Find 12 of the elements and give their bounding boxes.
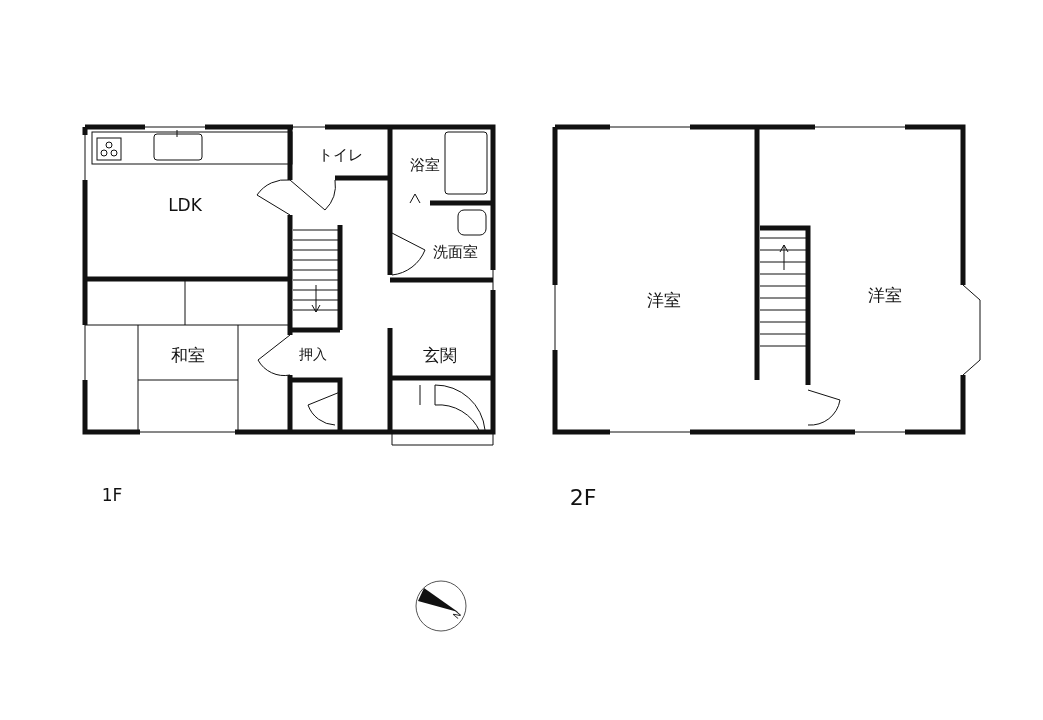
room-label: トイレ [317,145,363,165]
room-label: 玄関 [423,343,457,367]
room-label: 和室 [171,343,205,367]
compass-north-label: N [451,609,463,621]
floor-label: 1F [101,485,123,505]
room-label: 洋室 [647,288,681,312]
floor-label: 2F [569,484,597,510]
room-label: 押入 [299,346,327,364]
room-label: LDK [168,195,202,215]
room-label: 浴室 [410,155,440,175]
room-label: 洗面室 [432,242,478,262]
room-label: 洋室 [868,283,902,307]
